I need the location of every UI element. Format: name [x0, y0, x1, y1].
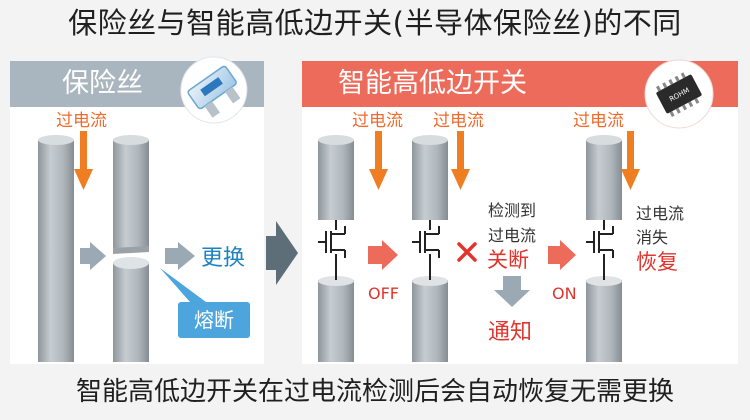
bottom-caption: 智能高低边开关在过电流检测后会自动恢复无需更换	[75, 377, 674, 407]
panel-transition-arrow-icon	[266, 221, 298, 285]
overcurrent-arrow-icon	[621, 131, 640, 190]
off-label: OFF	[368, 284, 399, 303]
vanish-label: 消失	[636, 228, 669, 247]
blown-callout: 熔断	[178, 302, 250, 338]
blade-fuse-icon	[180, 56, 248, 124]
notify-label: 通知	[488, 320, 533, 345]
wire-cylinder-a	[318, 135, 354, 362]
on-label: ON	[552, 284, 577, 303]
overcurrent-label: 过电流	[352, 111, 403, 131]
wire-cylinder-blown-top	[113, 135, 149, 254]
wire-cylinder-b	[412, 135, 448, 362]
red-arrow-icon	[548, 240, 576, 270]
overcurrent-arrow-icon	[451, 131, 470, 190]
chip-icon: ROHM	[644, 59, 714, 129]
gray-arrow-icon	[80, 242, 106, 270]
cross-mark-icon	[457, 242, 477, 262]
callout-pointer	[160, 268, 206, 302]
overcurrent-label: 过电流	[433, 111, 484, 131]
down-arrow-icon	[494, 276, 530, 307]
overcurrent-arrow-icon	[74, 131, 93, 190]
gray-arrow-icon	[165, 242, 195, 270]
overcurrent-arrow-icon	[369, 131, 388, 190]
overcurrent-label: 过电流	[56, 111, 107, 131]
shutdown-label: 关断	[487, 248, 529, 272]
detect-label: 过电流	[488, 226, 537, 245]
wire-cylinder-blown-bottom	[113, 257, 149, 362]
wire-cylinder-c	[586, 135, 622, 362]
wire-cylinder-intact	[38, 135, 74, 362]
replace-label: 更换	[201, 246, 246, 271]
recover-label: 恢复	[636, 250, 678, 274]
red-arrow-icon	[368, 240, 398, 270]
overcurrent-label: 过电流	[573, 111, 624, 131]
page-title: 保险丝与智能高低边开关(半导体保险丝)的不同	[68, 6, 682, 40]
detect-label: 检测到	[488, 201, 537, 220]
vanish-label: 过电流	[636, 204, 685, 223]
